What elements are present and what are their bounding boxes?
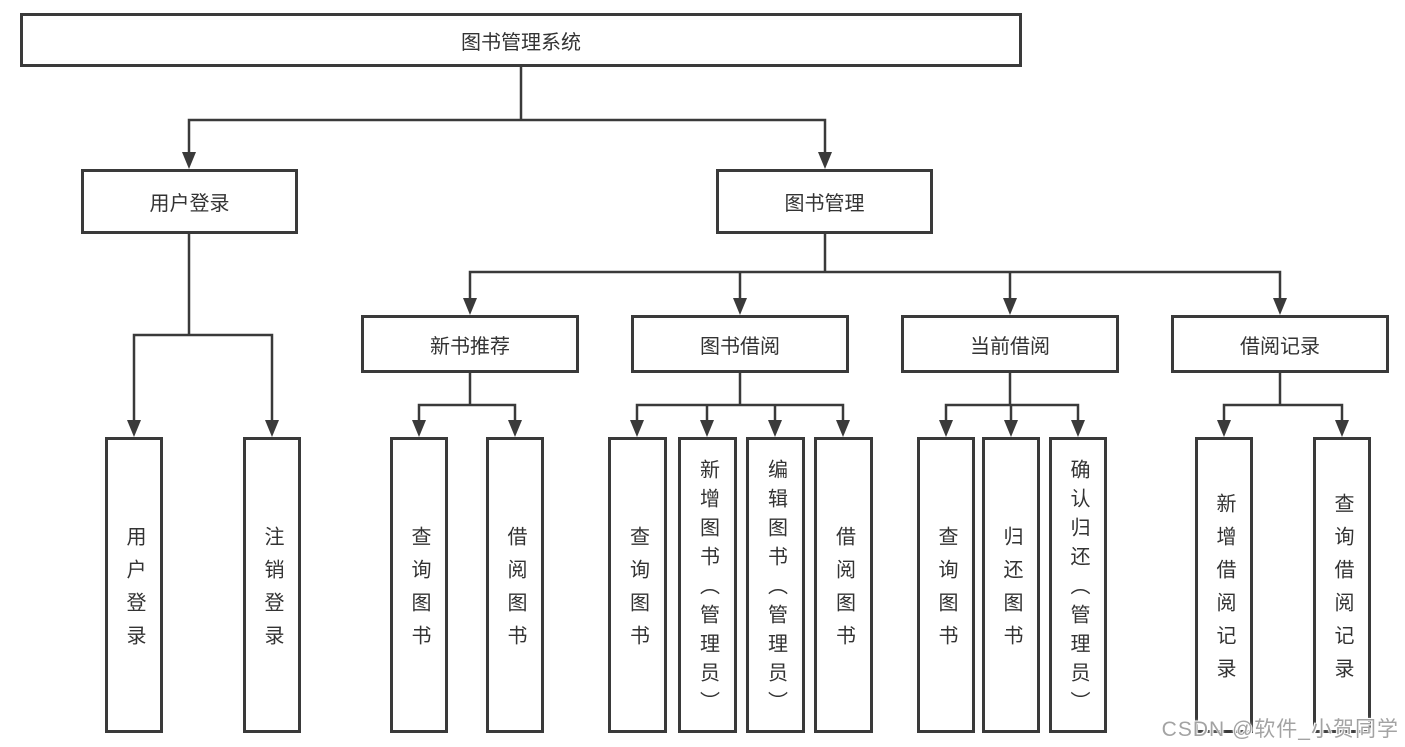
node-add-books-admin: 新增图书（管理员）	[678, 437, 737, 733]
node-confirm-return-admin: 确认归还（管理员）	[1049, 437, 1107, 733]
arrowhead-icon	[412, 420, 426, 437]
node-borrow-books-recommend: 借阅图书	[486, 437, 544, 733]
arrowhead-icon	[818, 152, 832, 169]
node-borrow-books-borrowing: 借阅图书	[814, 437, 873, 733]
node-root-label: 图书管理系统	[461, 31, 581, 54]
node-user-login-label: 用户登录	[149, 193, 230, 215]
node-return-books: 归还图书	[982, 437, 1040, 733]
connector-bookmgmt-to-level3	[468, 270, 1282, 301]
arrowhead-icon	[463, 298, 477, 315]
node-book-borrowing-label: 图书借阅	[700, 335, 780, 358]
node-new-book-recommend-label: 新书推荐	[430, 335, 510, 358]
node-query-books-current: 查询图书	[917, 437, 975, 733]
node-add-books-admin-label: 新增图书（管理员）	[696, 459, 719, 720]
arrowhead-icon	[700, 420, 714, 437]
node-current-borrowing-label: 当前借阅	[970, 335, 1050, 358]
node-query-borrow-record-label: 查询借阅记录	[1331, 492, 1353, 691]
connector-recommend-children	[417, 403, 517, 424]
arrowhead-icon	[1071, 420, 1085, 437]
node-user-login: 用户登录	[81, 169, 298, 234]
arrowhead-icon	[1217, 420, 1231, 437]
node-user-login-action: 用户登录	[105, 437, 163, 733]
arrowhead-icon	[768, 420, 782, 437]
node-add-borrow-record: 新增借阅记录	[1195, 437, 1253, 733]
node-borrowing-records: 借阅记录	[1171, 315, 1389, 373]
node-logout: 注销登录	[243, 437, 301, 733]
node-return-books-label: 归还图书	[1000, 525, 1022, 658]
arrowhead-icon	[265, 420, 279, 437]
arrowhead-icon	[733, 298, 747, 315]
arrowhead-icon	[836, 420, 850, 437]
node-book-management-label: 图书管理	[784, 193, 865, 215]
node-book-borrowing: 图书借阅	[631, 315, 849, 373]
node-borrowing-records-label: 借阅记录	[1240, 335, 1320, 358]
arrowhead-icon	[1273, 298, 1287, 315]
connector-borrowing-children	[635, 403, 845, 424]
node-query-books-borrowing: 查询图书	[608, 437, 667, 733]
node-borrow-books-recommend-label: 借阅图书	[504, 525, 526, 658]
node-edit-books-admin: 编辑图书（管理员）	[746, 437, 805, 733]
node-edit-books-admin-label: 编辑图书（管理员）	[764, 459, 787, 720]
arrowhead-icon	[1004, 420, 1018, 437]
node-query-books-borrowing-label: 查询图书	[626, 525, 649, 658]
arrowhead-icon	[1335, 420, 1349, 437]
node-user-login-action-label: 用户登录	[123, 525, 145, 658]
arrowhead-icon	[630, 420, 644, 437]
csdn-watermark: CSDN @软件_小贺同学	[1161, 718, 1399, 741]
node-query-books-recommend-label: 查询图书	[408, 525, 430, 658]
node-confirm-return-admin-label: 确认归还（管理员）	[1067, 459, 1089, 720]
connector-root-to-level2	[187, 118, 827, 156]
arrowhead-icon	[939, 420, 953, 437]
node-query-books-recommend: 查询图书	[390, 437, 448, 733]
node-new-book-recommend: 新书推荐	[361, 315, 579, 373]
node-borrow-books-borrowing-label: 借阅图书	[832, 525, 855, 658]
node-query-books-current-label: 查询图书	[935, 525, 957, 658]
arrowhead-icon	[182, 152, 196, 169]
arrowhead-icon	[1003, 298, 1017, 315]
connector-records-children	[1222, 403, 1344, 424]
node-query-borrow-record: 查询借阅记录	[1313, 437, 1371, 733]
node-add-borrow-record-label: 新增借阅记录	[1213, 492, 1235, 691]
connector-userlogin-children	[132, 333, 274, 424]
node-book-management: 图书管理	[716, 169, 933, 234]
node-logout-label: 注销登录	[261, 525, 283, 658]
arrowhead-icon	[508, 420, 522, 437]
node-root-system: 图书管理系统	[20, 13, 1022, 67]
connector-arrowheads	[127, 152, 1349, 437]
node-current-borrowing: 当前借阅	[901, 315, 1119, 373]
arrowhead-icon	[127, 420, 141, 437]
